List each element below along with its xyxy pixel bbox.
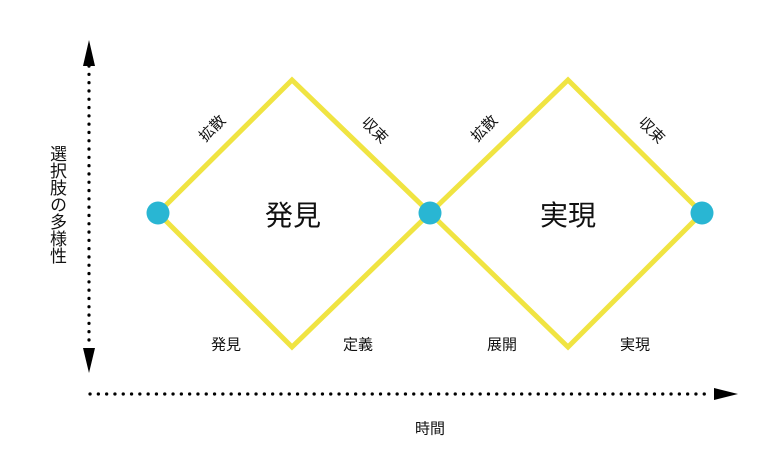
arrow-down-icon [83, 348, 95, 373]
diamond-1-bottom-right-label: 定義 [342, 335, 374, 354]
y-axis-label: 選択肢の多様性 [46, 145, 66, 264]
node-middle [418, 201, 442, 225]
arrow-up-icon [83, 40, 95, 66]
diamond-1-bottom-left-label: 発見 [210, 335, 242, 354]
node-end [690, 201, 714, 225]
x-axis [88, 388, 738, 400]
node-start [146, 201, 170, 225]
diamond-2-bottom-right-label: 実現 [619, 335, 651, 354]
nodes [146, 201, 714, 225]
y-axis [83, 40, 95, 373]
x-axis-label: 時間 [414, 419, 446, 438]
diamond-1-title: 発見 [264, 199, 322, 232]
diamond-2-bottom-left-label: 展開 [486, 335, 518, 354]
diamond-2-title: 実現 [539, 199, 597, 232]
arrow-right-icon [714, 388, 738, 400]
